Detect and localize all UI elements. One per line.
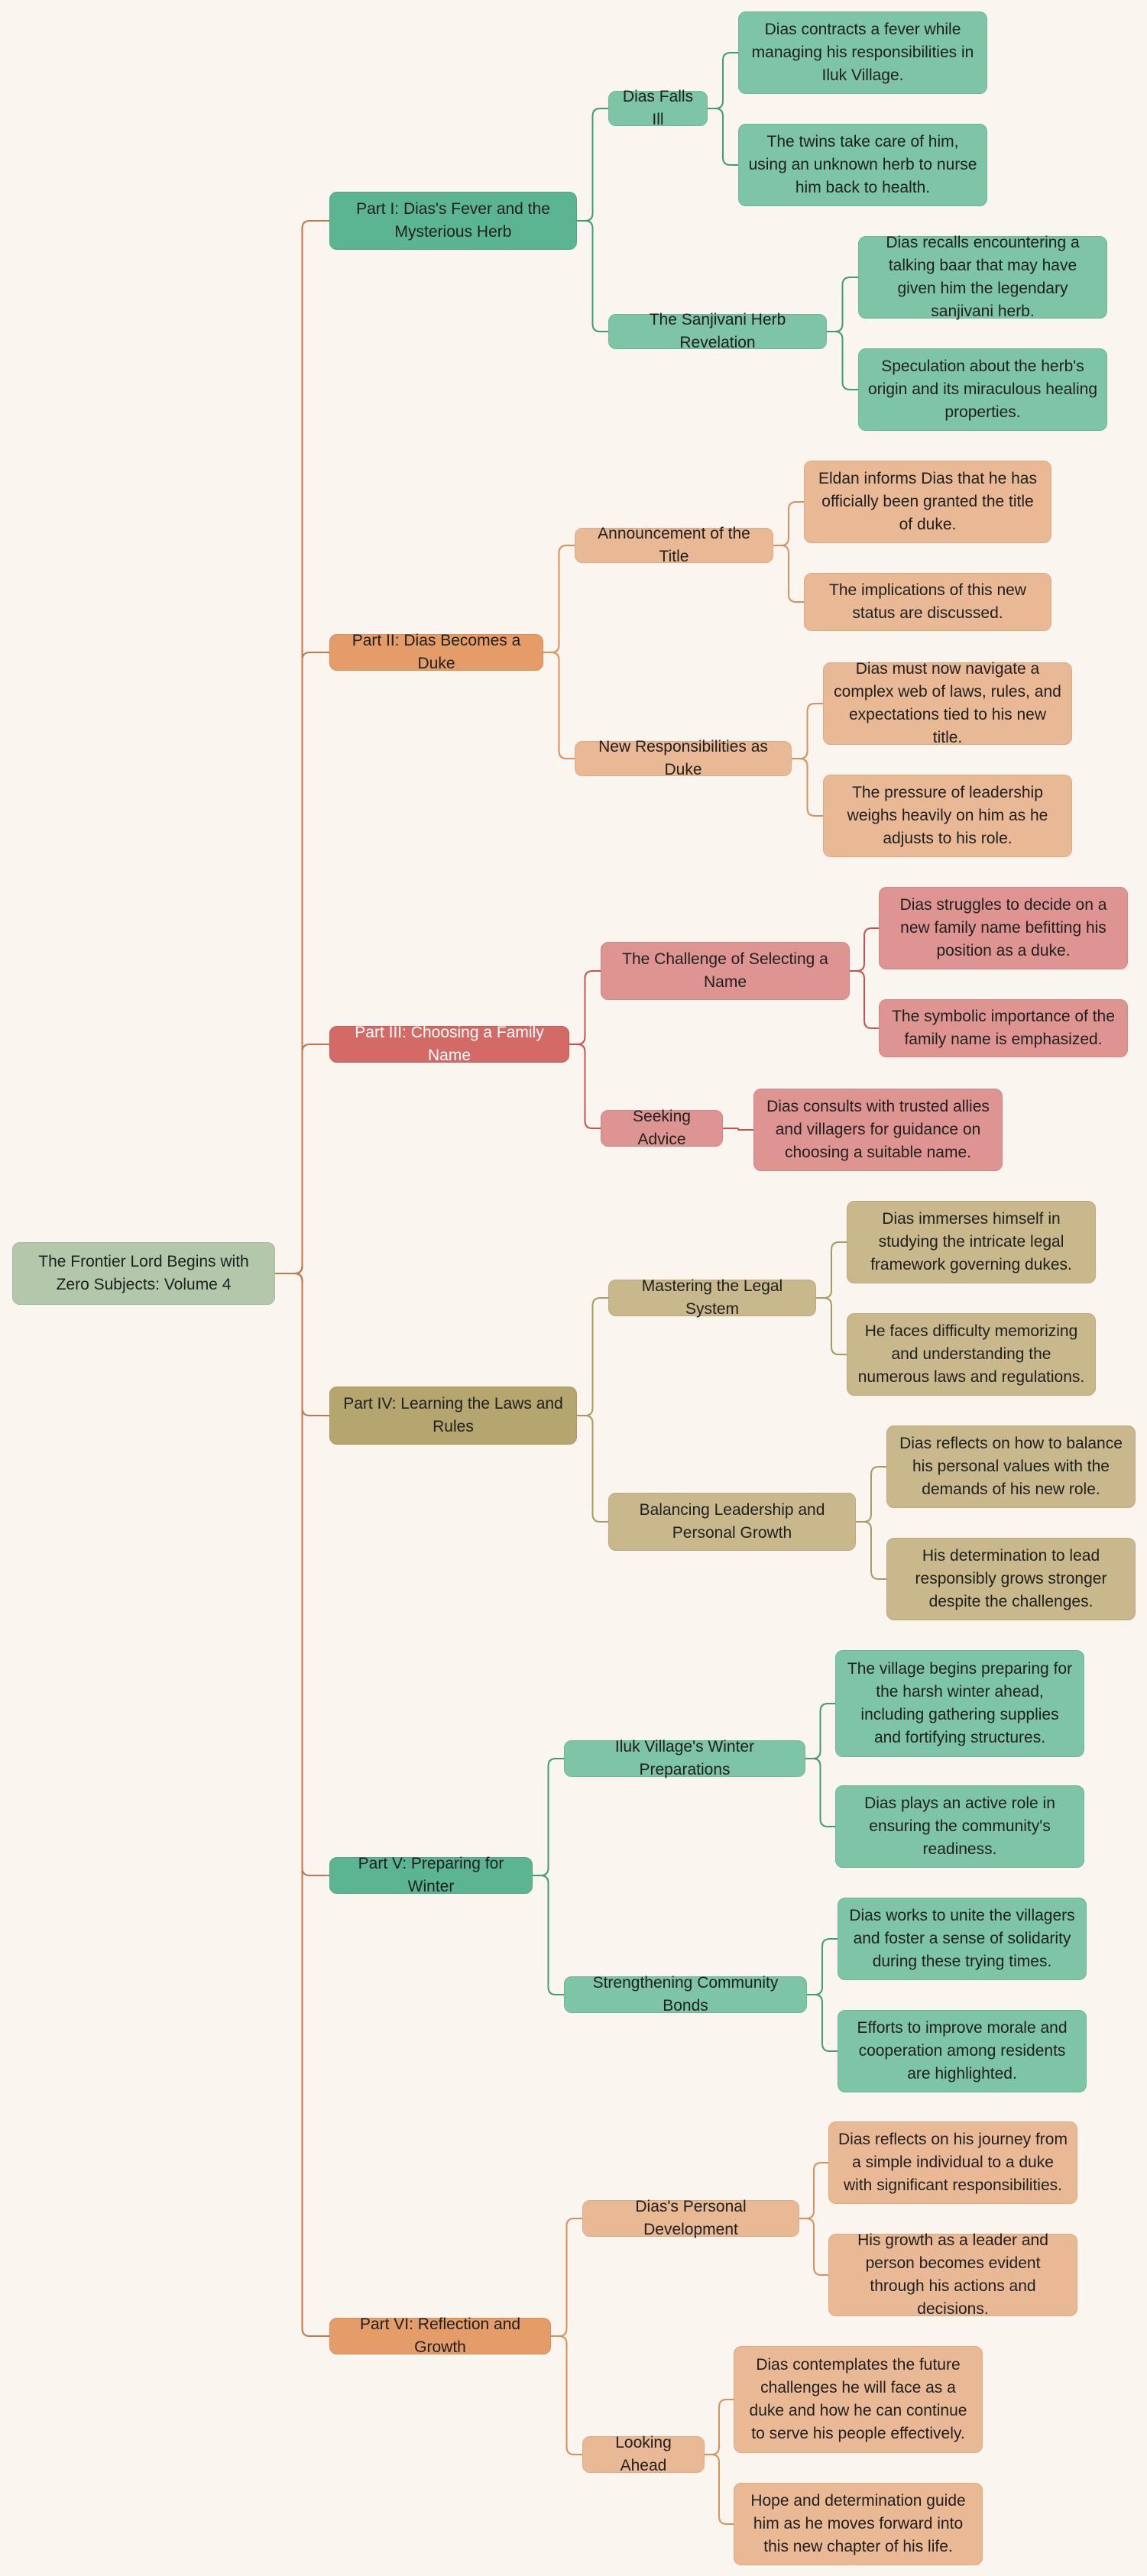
leaf-node: Speculation about the herb's origin and … <box>858 348 1107 431</box>
connector-line <box>551 2218 582 2337</box>
sub-node: Balancing Leadership and Personal Growth <box>608 1493 856 1551</box>
connector-line <box>805 1758 835 1827</box>
leaf-node: Hope and determination guide him as he m… <box>734 2483 983 2565</box>
connector-line <box>705 2454 734 2525</box>
connector-line <box>816 1297 847 1355</box>
connector-line <box>577 1415 608 1523</box>
sub-node: Strengthening Community Bonds <box>564 1974 807 2015</box>
connector-line <box>569 970 601 1045</box>
sub-node: Mastering the Legal System <box>608 1277 816 1318</box>
leaf-node: Dias reflects on how to balance his pers… <box>886 1426 1136 1508</box>
connector-line <box>705 2399 734 2455</box>
sub-node: Dias's Personal Development <box>582 2198 799 2238</box>
connector-line <box>708 52 738 109</box>
leaf-node: The village begins preparing for the har… <box>835 1650 1084 1757</box>
leaf-node: Dias struggles to decide on a new family… <box>879 887 1128 969</box>
part-node: Part V: Preparing for Winter <box>329 1855 533 1895</box>
leaf-node: His determination to lead responsibly gr… <box>886 1538 1136 1620</box>
leaf-node: The symbolic importance of the family na… <box>879 999 1128 1057</box>
connector-line <box>816 1241 847 1299</box>
root-node: The Frontier Lord Begins with Zero Subje… <box>12 1242 275 1305</box>
connector-line <box>708 108 738 166</box>
connector-line <box>856 1466 886 1523</box>
connector-line <box>551 2335 582 2455</box>
connector-line <box>792 758 823 817</box>
sub-node: The Sanjivani Herb Revelation <box>608 311 827 351</box>
leaf-node: The pressure of leadership weighs heavil… <box>823 775 1072 857</box>
leaf-node: Dias reflects on his journey from a simp… <box>828 2121 1077 2204</box>
leaf-node: Efforts to improve morale and cooperatio… <box>838 2010 1087 2092</box>
sub-node: Seeking Advice <box>601 1108 723 1148</box>
leaf-node: The implications of this new status are … <box>804 573 1051 631</box>
connector-line <box>805 1703 835 1759</box>
connector-line <box>543 545 575 653</box>
part-node: Part II: Dias Becomes a Duke <box>329 632 543 672</box>
leaf-node: Dias contemplates the future challenges … <box>734 2346 983 2453</box>
leaf-node: Eldan informs Dias that he has officiall… <box>804 461 1051 543</box>
connector-line <box>577 108 608 222</box>
connector-line <box>850 970 879 1029</box>
sub-node: Looking Ahead <box>582 2434 705 2474</box>
connector-line <box>773 501 804 546</box>
leaf-node: The twins take care of him, using an unk… <box>738 124 987 206</box>
sub-node: New Responsibilities as Duke <box>575 738 792 778</box>
connector-line <box>807 1938 838 1995</box>
connector-line <box>773 545 804 603</box>
connector-line <box>799 2162 828 2219</box>
connector-line <box>827 277 858 332</box>
connector-line <box>577 1297 608 1416</box>
part-node: Part I: Dias's Fever and the Mysterious … <box>329 192 577 250</box>
sub-node: Announcement of the Title <box>575 525 773 565</box>
part-node: Part IV: Learning the Laws and Rules <box>329 1387 577 1445</box>
part-node: Part VI: Reflection and Growth <box>329 2315 551 2356</box>
connector-line <box>723 1128 753 1131</box>
connector-line <box>275 1044 329 1274</box>
connector-line <box>533 1875 564 1995</box>
part-node: Part III: Choosing a Family Name <box>329 1024 569 1064</box>
sub-node: Dias Falls Ill <box>608 88 708 128</box>
connector-line <box>577 220 608 332</box>
connector-line <box>569 1044 601 1129</box>
connector-line <box>275 1273 329 2337</box>
leaf-node: Dias must now navigate a complex web of … <box>823 660 1072 746</box>
leaf-node: Dias recalls encountering a talking baar… <box>858 234 1107 320</box>
connector-line <box>799 2218 828 2276</box>
sub-node: Iluk Village's Winter Preparations <box>564 1738 805 1778</box>
leaf-node: Dias plays an active role in ensuring th… <box>835 1785 1084 1868</box>
leaf-node: Dias contracts a fever while managing hi… <box>738 11 987 94</box>
leaf-node: Dias works to unite the villagers and fo… <box>838 1898 1087 1980</box>
leaf-node: His growth as a leader and person become… <box>828 2231 1077 2318</box>
connector-line <box>856 1521 886 1580</box>
connector-line <box>807 1994 838 2052</box>
leaf-node: Dias immerses himself in studying the in… <box>847 1201 1096 1283</box>
connector-line <box>533 1758 564 1876</box>
connector-line <box>827 331 858 390</box>
leaf-node: He faces difficulty memorizing and under… <box>847 1313 1096 1396</box>
sub-node: The Challenge of Selecting a Name <box>601 942 850 1000</box>
connector-line <box>850 927 879 972</box>
connector-line <box>543 652 575 759</box>
connector-line <box>792 703 823 759</box>
leaf-node: Dias consults with trusted allies and vi… <box>753 1089 1003 1171</box>
